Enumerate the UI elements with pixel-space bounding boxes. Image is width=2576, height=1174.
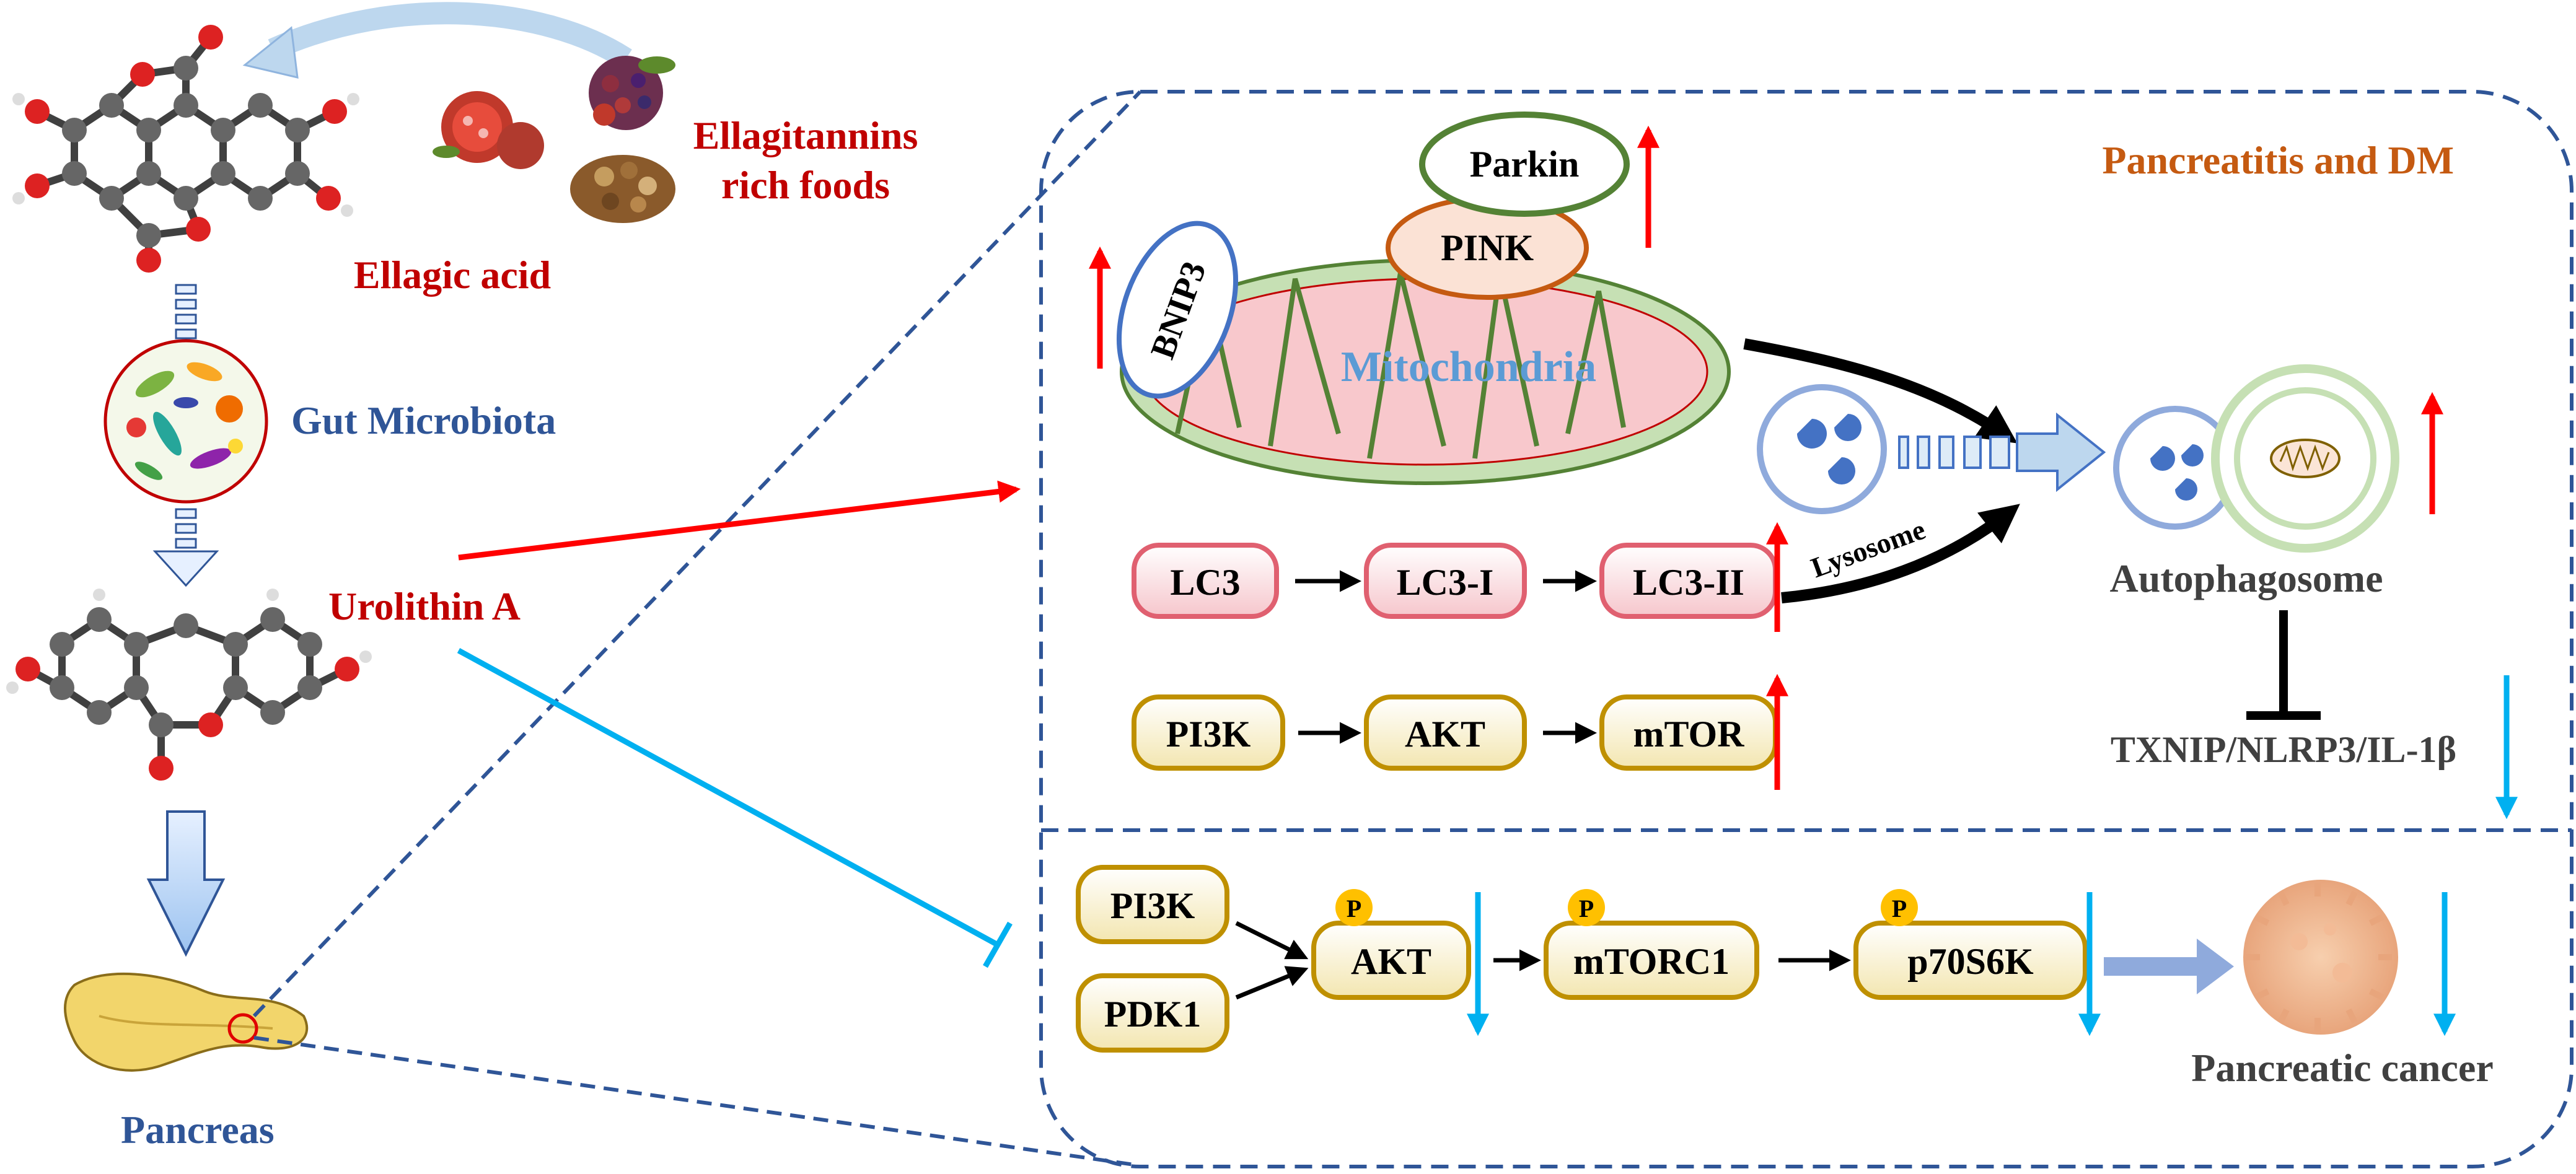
mechanism-panel [1039, 90, 2574, 1168]
pdk1-box [1076, 973, 1229, 1053]
urolithin-a-atoms [6, 589, 372, 781]
pdk1-to-akt-arrow [1235, 966, 1309, 1000]
urolithin-a-label: Urolithin A [328, 584, 521, 628]
lc3-i-label: LC3-I [1397, 562, 1494, 603]
p70s6k-to-cancer-arrow [2104, 939, 2234, 994]
lysosome-image [1757, 384, 1887, 514]
pancreas-label: Pancreas [121, 1108, 275, 1152]
p70s6k-box [1853, 921, 2088, 1000]
lc3ii-to-autophagosome-arrow [1781, 504, 2020, 603]
zoom-line-lower [253, 1036, 1135, 1167]
akt-box-bottom [1311, 921, 1471, 1000]
akt-label-top: AKT [1405, 714, 1485, 755]
lc3-i-box [1364, 543, 1527, 619]
akt-phospho-label: P [1347, 895, 1361, 922]
autophagosome-label: Autophagosome [2110, 556, 2383, 600]
zoom-line-upper [252, 90, 1142, 1018]
lc3-ii-label: LC3-II [1633, 562, 1744, 603]
urolithin-inhibits-bar [983, 921, 1013, 968]
akt-label-bottom: AKT [1351, 941, 1431, 982]
mitochondria-label: Mitochondria [1341, 343, 1596, 391]
p70s6k-phospho-badge [1881, 889, 1918, 926]
lysosome-fusion-arrow [1898, 412, 2106, 493]
akt-phospho-badge [1335, 889, 1373, 926]
gut-microbiota-label: Gut Microbiota [291, 398, 556, 442]
pi3k-label-bottom: PI3K [1110, 885, 1195, 926]
pancreatic-cancer-label: Pancreatic cancer [2191, 1046, 2493, 1090]
mtorc1-box [1544, 921, 1759, 1000]
pi3k-label-top: PI3K [1166, 714, 1251, 755]
pi3k-box-bottom [1076, 865, 1229, 944]
autophagosome-image [2113, 364, 2399, 553]
urolithin-promotes-arrow [458, 480, 1021, 561]
pi3k-to-akt-arrow-bottom [1235, 921, 1309, 960]
lc3-label: LC3 [1170, 562, 1240, 603]
rich-foods-label: rich foods [721, 163, 890, 207]
ellagic-acid-label: Ellagic acid [354, 253, 551, 297]
pdk1-label: PDK1 [1104, 994, 1202, 1035]
ellagic-to-gut-connector [175, 284, 197, 339]
gut-to-urolithin-connector [152, 508, 219, 587]
pancreatic-cancer-cell-image [2243, 880, 2398, 1035]
pi3k-box-top [1132, 694, 1285, 771]
parkin-node [1419, 112, 1630, 217]
ellagitannin-foods-image [433, 56, 675, 223]
urolithin-to-pancreas-arrow [146, 810, 226, 957]
foods-to-ellagic-arrowhead [242, 26, 299, 79]
akt-box-top [1364, 694, 1527, 771]
pancreas-organ-image [64, 972, 309, 1072]
p70s6k-label: p70S6K [1907, 941, 2034, 982]
p70s6k-phospho-label: P [1892, 895, 1907, 922]
foods-to-ellagic-arrow [268, 2, 632, 69]
ellagic-acid-atoms [12, 25, 359, 273]
ellagitannins-label: Ellagitannins [693, 113, 918, 157]
parkin-label: Parkin [1470, 144, 1580, 185]
mito-to-autophagosome-arrow [1743, 338, 2018, 444]
panel-title: Pancreatitis and DM [2102, 138, 2454, 182]
mtorc1-phospho-label: P [1579, 895, 1594, 922]
mtorc1-phospho-badge [1568, 889, 1605, 926]
lc3-box [1132, 543, 1279, 619]
mtorc1-label: mTORC1 [1573, 941, 1730, 982]
pink-label: PINK [1441, 227, 1534, 268]
urolithin-inhibits-line [457, 648, 1000, 947]
gut-microbiota-image [103, 339, 268, 504]
bnip3-node [1116, 221, 1239, 399]
txnip-nlrp3-il1b-label: TXNIP/NLRP3/IL-1β [2111, 729, 2456, 770]
mtor-label: mTOR [1633, 714, 1745, 755]
